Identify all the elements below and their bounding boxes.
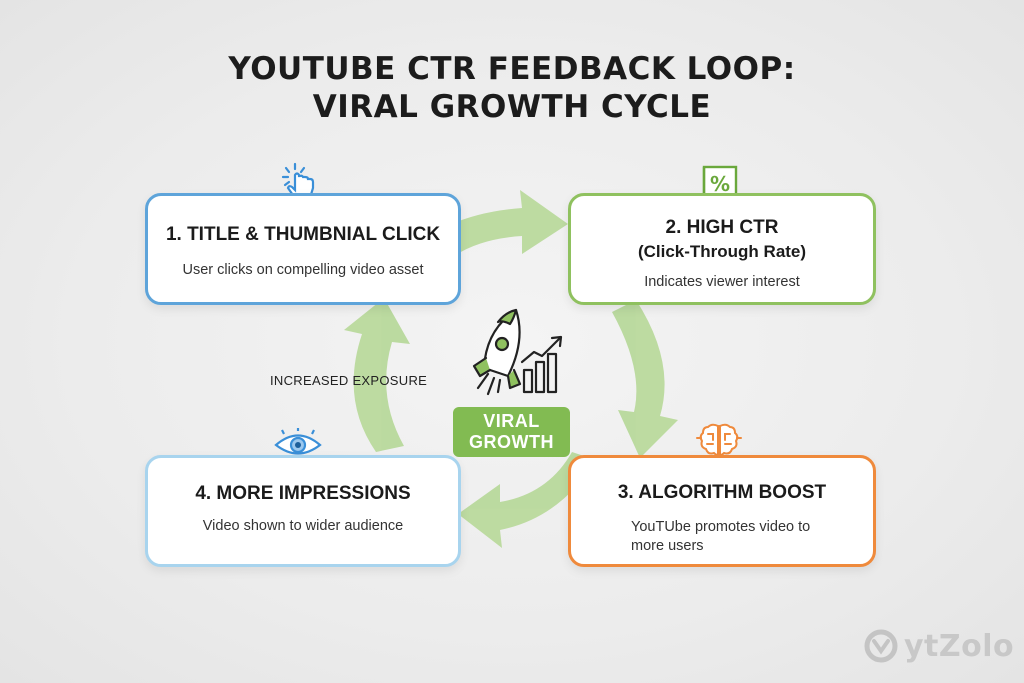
brain-circuit-icon (696, 423, 742, 456)
step-2-description: Indicates viewer interest (644, 274, 800, 290)
ytzolo-logo-icon (864, 629, 898, 663)
step-1-title: 1. TITLE & THUMBNIAL CLICK (165, 224, 441, 245)
step-4-title: 4. MORE IMPRESSIONS (195, 483, 411, 504)
viral-growth-badge: VIRAL GROWTH (453, 407, 570, 457)
step-card-more-impressions: 4. MORE IMPRESSIONS Video shown to wider… (145, 455, 461, 567)
step-2-title-block: 2. HIGH CTR (Click-Through Rate) (571, 216, 873, 264)
loop-label-increased-exposure: INCREASED EXPOSURE (270, 373, 428, 388)
title-line-2: VIRAL GROWTH CYCLE (312, 89, 712, 125)
step-3-title: 3. ALGORITHM BOOST (617, 482, 827, 503)
loop-arrow-left (344, 298, 410, 452)
step-4-description: Video shown to wider audience (202, 518, 404, 534)
loop-arrow-right (612, 300, 678, 458)
rocket-growth-icon (472, 308, 563, 396)
loop-arrow-bottom (458, 452, 596, 548)
step-2-title: 2. HIGH CTR (665, 217, 779, 238)
badge-line-2: GROWTH (469, 432, 554, 452)
step-1-description: User clicks on compelling video asset (182, 262, 424, 278)
step-3-description: YouTUbe promotes video to more users (631, 519, 811, 554)
step-card-high-ctr: 2. HIGH CTR (Click-Through Rate) Indicat… (568, 193, 876, 305)
step-2-subtitle: (Click-Through Rate) (637, 242, 807, 261)
page-title: YOUTUBE CTR FEEDBACK LOOP: VIRAL GROWTH … (0, 50, 1024, 126)
logo-text: ytZolo (904, 628, 1015, 664)
badge-line-1: VIRAL (483, 411, 540, 431)
ytzolo-logo: ytZolo (864, 626, 1014, 666)
eye-icon (274, 428, 322, 455)
click-hand-icon (281, 162, 315, 200)
step-card-algorithm-boost: 3. ALGORITHM BOOST YouTUbe promotes vide… (568, 455, 876, 567)
svg-text:%: % (710, 172, 730, 196)
step-card-title-thumbnail-click: 1. TITLE & THUMBNIAL CLICK User clicks o… (145, 193, 461, 305)
title-line-1: YOUTUBE CTR FEEDBACK LOOP: (228, 51, 796, 87)
